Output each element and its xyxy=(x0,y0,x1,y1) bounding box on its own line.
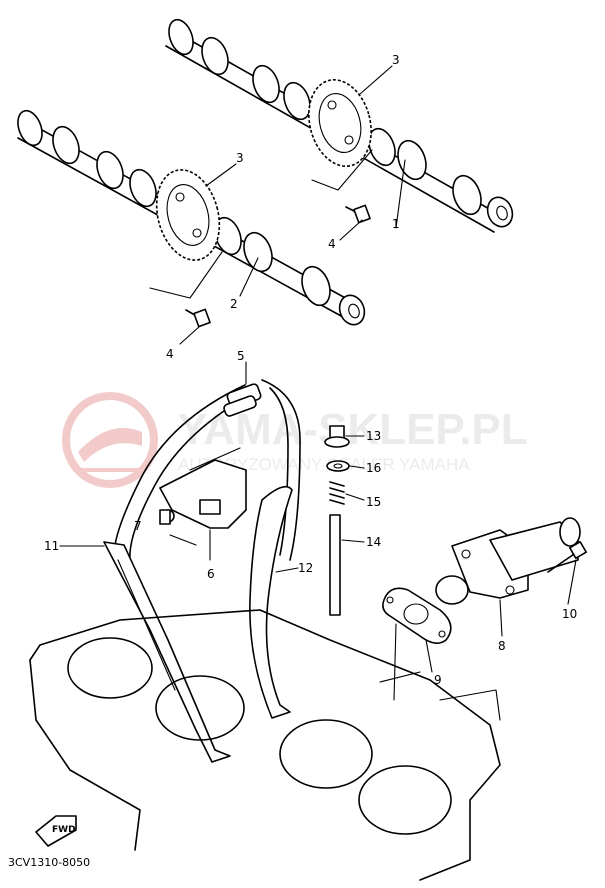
callout-15: 15 xyxy=(366,495,381,509)
callout-12: 12 xyxy=(298,561,313,575)
callout-9: 9 xyxy=(434,673,442,687)
callout-10: 10 xyxy=(562,607,577,621)
callout-16: 16 xyxy=(366,461,381,475)
leader-lines xyxy=(59,65,577,701)
chain-tensioner-arm xyxy=(103,541,231,763)
camshaft-upper xyxy=(165,18,514,233)
fwd-label: FWD xyxy=(52,825,76,835)
tensioner-gasket xyxy=(382,587,452,644)
cylinder-head xyxy=(29,609,501,881)
drawing-code: 3CV1310-8050 xyxy=(8,856,90,869)
cam-sprocket-upper xyxy=(308,78,372,168)
callout-3-lower: 3 xyxy=(236,151,244,165)
chain-link xyxy=(223,383,262,417)
callout-11: 11 xyxy=(44,539,59,553)
watermark-logo-icon xyxy=(62,392,158,488)
tensioner-rod xyxy=(329,514,341,616)
callout-4-lower: 4 xyxy=(166,347,174,361)
tensioner-cap-bolt xyxy=(324,425,350,448)
watermark: YAMA-SKLEP.PL AUTORYZOWANY DEALER YAMAHA xyxy=(62,392,528,488)
cam-chain xyxy=(113,379,301,561)
callout-5: 5 xyxy=(237,349,245,363)
guide-bolt xyxy=(159,509,197,546)
tensioner-bolt xyxy=(547,541,587,573)
sprocket-bolt-upper xyxy=(311,149,373,224)
cam-chain-tensioner xyxy=(435,517,581,605)
callout-13: 13 xyxy=(366,429,381,443)
callout-8: 8 xyxy=(498,639,506,653)
callout-4-upper: 4 xyxy=(328,237,336,251)
callout-labels: 1 2 3 3 4 4 5 6 7 8 9 10 11 12 13 14 15 … xyxy=(44,53,577,687)
callout-2: 2 xyxy=(230,297,238,311)
callout-3-upper: 3 xyxy=(392,53,400,67)
tensioner-spring xyxy=(329,481,345,505)
callout-7: 7 xyxy=(134,519,142,533)
sprocket-bolt-lower xyxy=(149,251,223,328)
watermark-tagline: AUTORYZOWANY DEALER YAMAHA xyxy=(178,455,470,474)
callout-6: 6 xyxy=(207,567,215,581)
cam-sprocket-lower xyxy=(155,169,221,261)
fwd-arrow-icon: FWD xyxy=(35,815,77,847)
chain-guide-exhaust xyxy=(249,485,293,719)
callout-1: 1 xyxy=(392,217,400,231)
gasket-washer xyxy=(326,460,350,472)
callout-14: 14 xyxy=(366,535,381,549)
